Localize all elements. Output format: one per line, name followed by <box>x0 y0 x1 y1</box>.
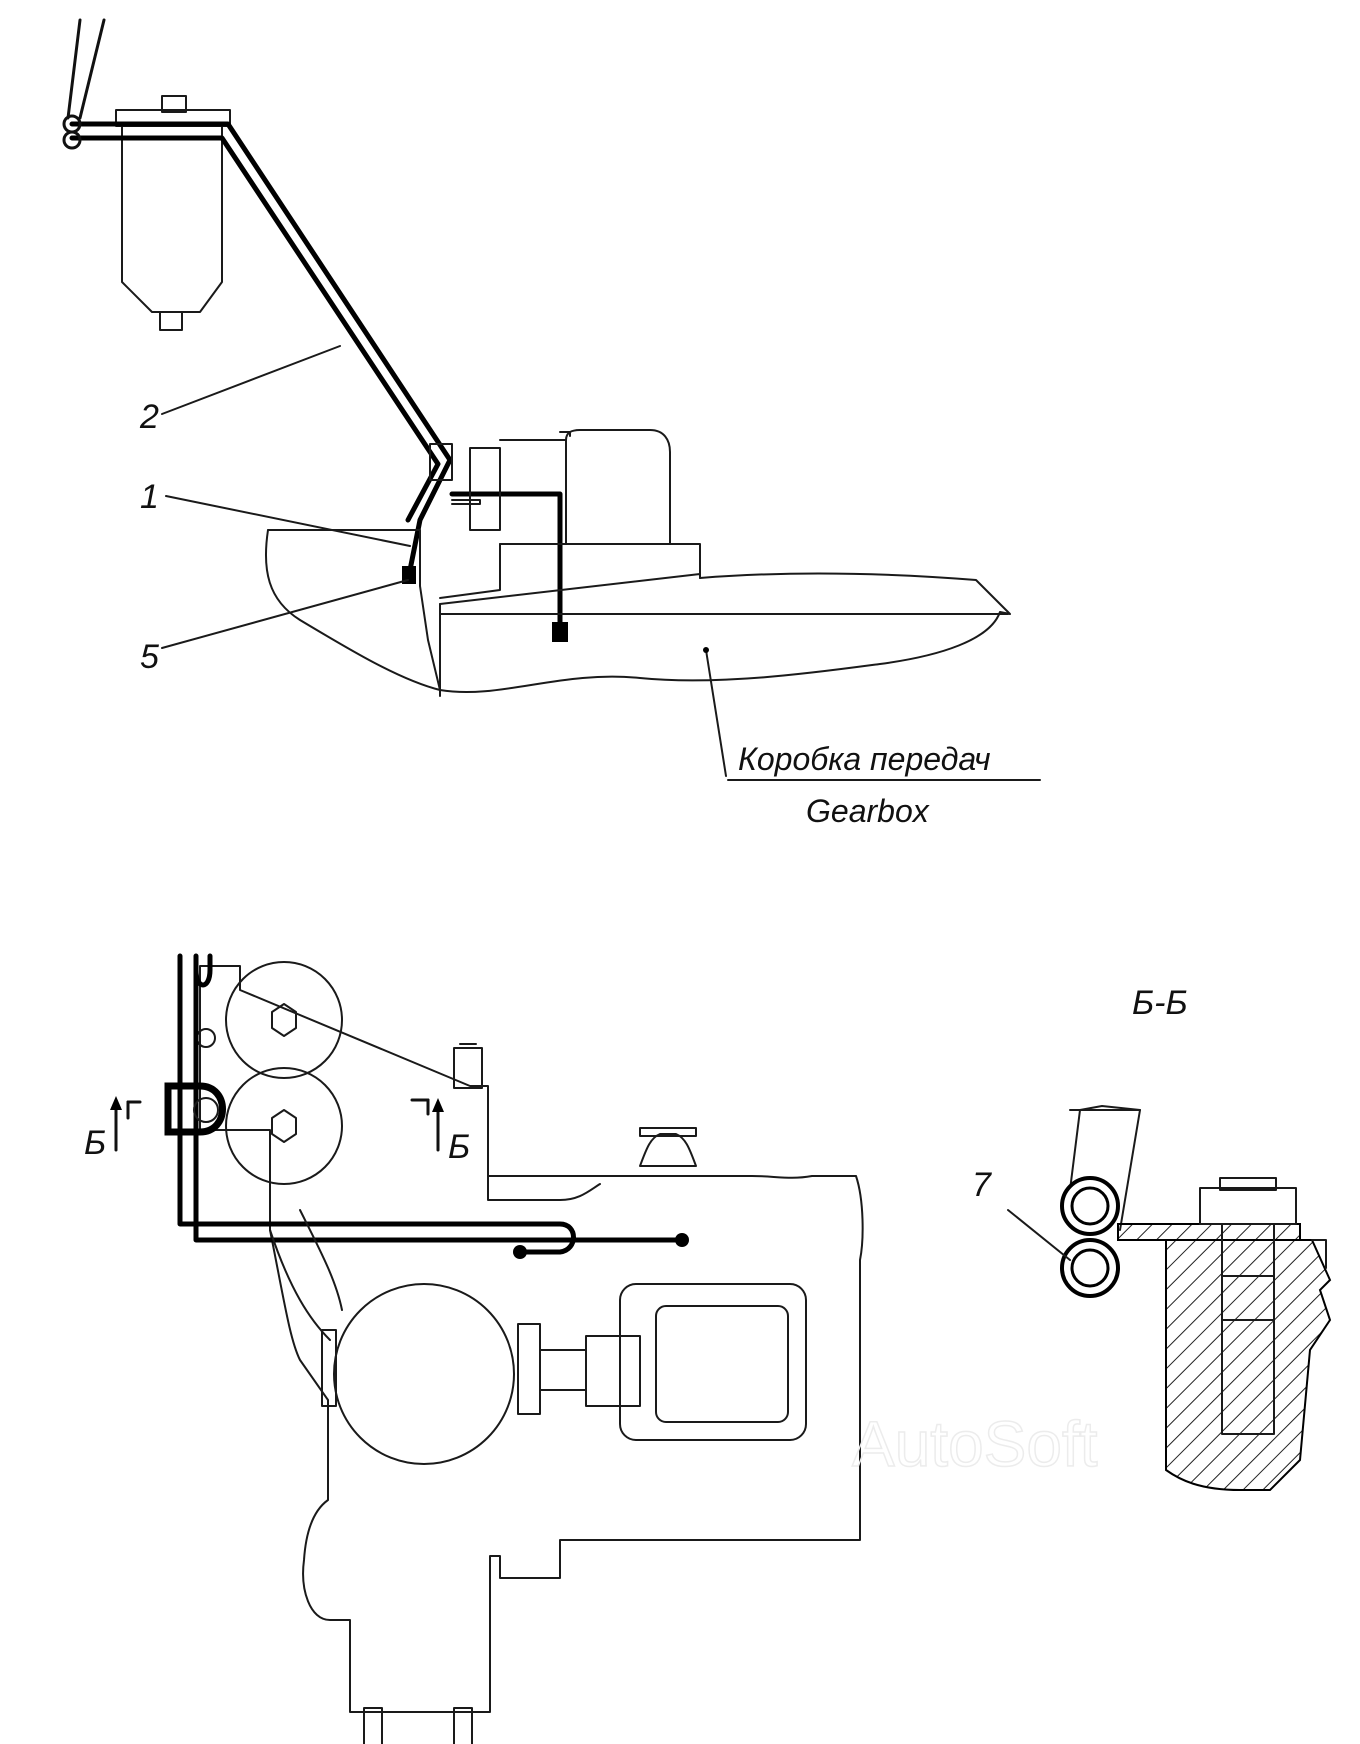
tube-lower-inner <box>1070 1248 1110 1288</box>
roller-upper <box>225 961 343 1079</box>
tube-upper-inner <box>1070 1186 1110 1226</box>
stud <box>453 1043 483 1089</box>
nut-lower <box>271 1109 297 1143</box>
leader-1 <box>165 495 411 547</box>
bracket <box>1069 1105 1141 1231</box>
bolt-shank <box>1221 1223 1275 1435</box>
caption-ru: Коробка передач <box>738 741 991 777</box>
pipe-to-gearbox <box>449 491 563 629</box>
gearbox-body <box>265 429 1011 697</box>
clamp-strap <box>1117 1223 1301 1241</box>
pipe-2-return <box>69 135 441 523</box>
base-block <box>1165 1239 1332 1491</box>
upper-hoses <box>66 18 106 120</box>
foot-left <box>363 1707 383 1744</box>
section-title: Б-Б <box>1132 984 1188 1022</box>
callout-2: 2 <box>139 398 159 436</box>
leader-7 <box>1007 1209 1071 1261</box>
section-mark-right: Б <box>410 1098 470 1166</box>
bottom-view: Б Б <box>84 953 864 1744</box>
fitting-gearbox <box>552 622 568 642</box>
section-mark-right-label: Б <box>448 1128 470 1166</box>
caption-en: Gearbox <box>806 793 930 829</box>
clamp-bolt <box>193 1097 219 1123</box>
leader-5 <box>161 579 409 649</box>
flange-left <box>321 1329 337 1407</box>
cylinder <box>333 1283 515 1465</box>
callout-1: 1 <box>140 478 159 516</box>
cap-fitting <box>639 1133 697 1167</box>
roller-lower <box>225 1067 343 1185</box>
pipe-clamp <box>164 1082 226 1136</box>
pipe-bend <box>193 953 213 988</box>
leader-2 <box>161 345 341 415</box>
section-view: Б-Б 7 <box>972 984 1332 1491</box>
watermark: AutoSoft <box>852 1408 1098 1480</box>
bolt-head <box>1199 1187 1297 1225</box>
section-mark-left: Б <box>84 1096 142 1162</box>
fuel-filter <box>115 95 231 331</box>
housing-outline <box>199 965 864 1713</box>
foot-right <box>453 1707 473 1744</box>
pipe-2 <box>69 121 453 573</box>
callout-5: 5 <box>140 638 159 676</box>
section-mark-left-label: Б <box>84 1124 106 1162</box>
pipe-bottom-outer <box>177 953 576 1255</box>
leader-gearbox <box>705 649 727 777</box>
banjo-fitting-bottom <box>62 130 82 150</box>
motor-inner <box>655 1305 789 1423</box>
callout-7: 7 <box>972 1166 992 1204</box>
motor-outer <box>619 1283 807 1441</box>
flange-right <box>517 1323 541 1415</box>
nut-upper <box>271 1003 297 1037</box>
fitting-5 <box>402 566 416 584</box>
top-view: 2 1 5 Коробка передач Gearbox <box>62 18 1041 829</box>
